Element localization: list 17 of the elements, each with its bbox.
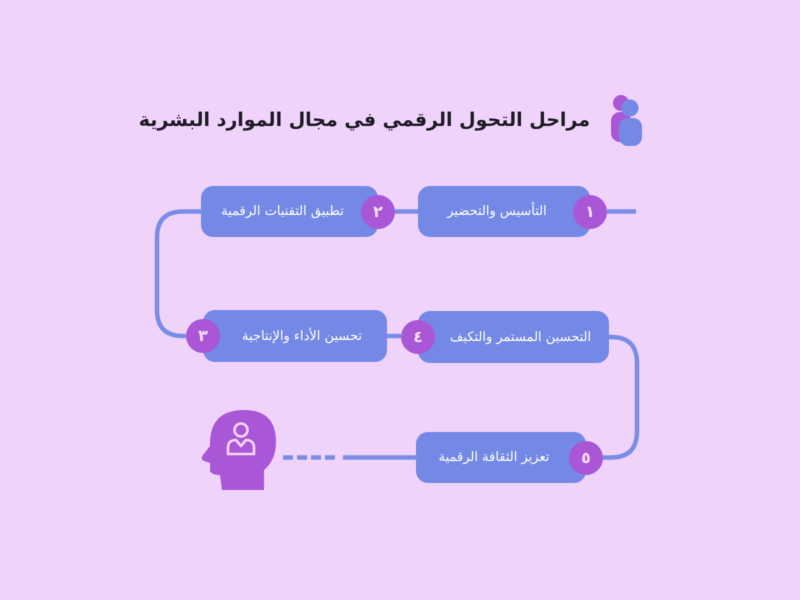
step-label: التحسين المستمر والتكيف — [450, 330, 592, 344]
step-number-badge: ٥ — [569, 440, 603, 474]
step-label: تطبيق التقنيات الرقمية — [221, 204, 344, 219]
connector-line — [603, 334, 640, 460]
step-label: تعزيز الثقافة الرقمية — [438, 450, 550, 465]
step-number-badge: ٤ — [401, 320, 435, 354]
step-label: تحسين الأداء والإنتاجية — [242, 328, 362, 344]
diagram-title: مراحل التحول الرقمي في مجال الموارد البشرية — [138, 109, 590, 131]
step-label: التأسيس والتحضير — [447, 204, 547, 219]
connector-line — [387, 334, 401, 338]
head-person-icon — [200, 408, 276, 490]
connector-line — [154, 209, 201, 338]
step-number-badge: ١ — [573, 194, 607, 228]
step-number-badge: ٢ — [361, 194, 395, 228]
step-number-badge: ٣ — [186, 319, 220, 353]
connector-line — [395, 209, 418, 214]
connector-line — [607, 209, 636, 214]
